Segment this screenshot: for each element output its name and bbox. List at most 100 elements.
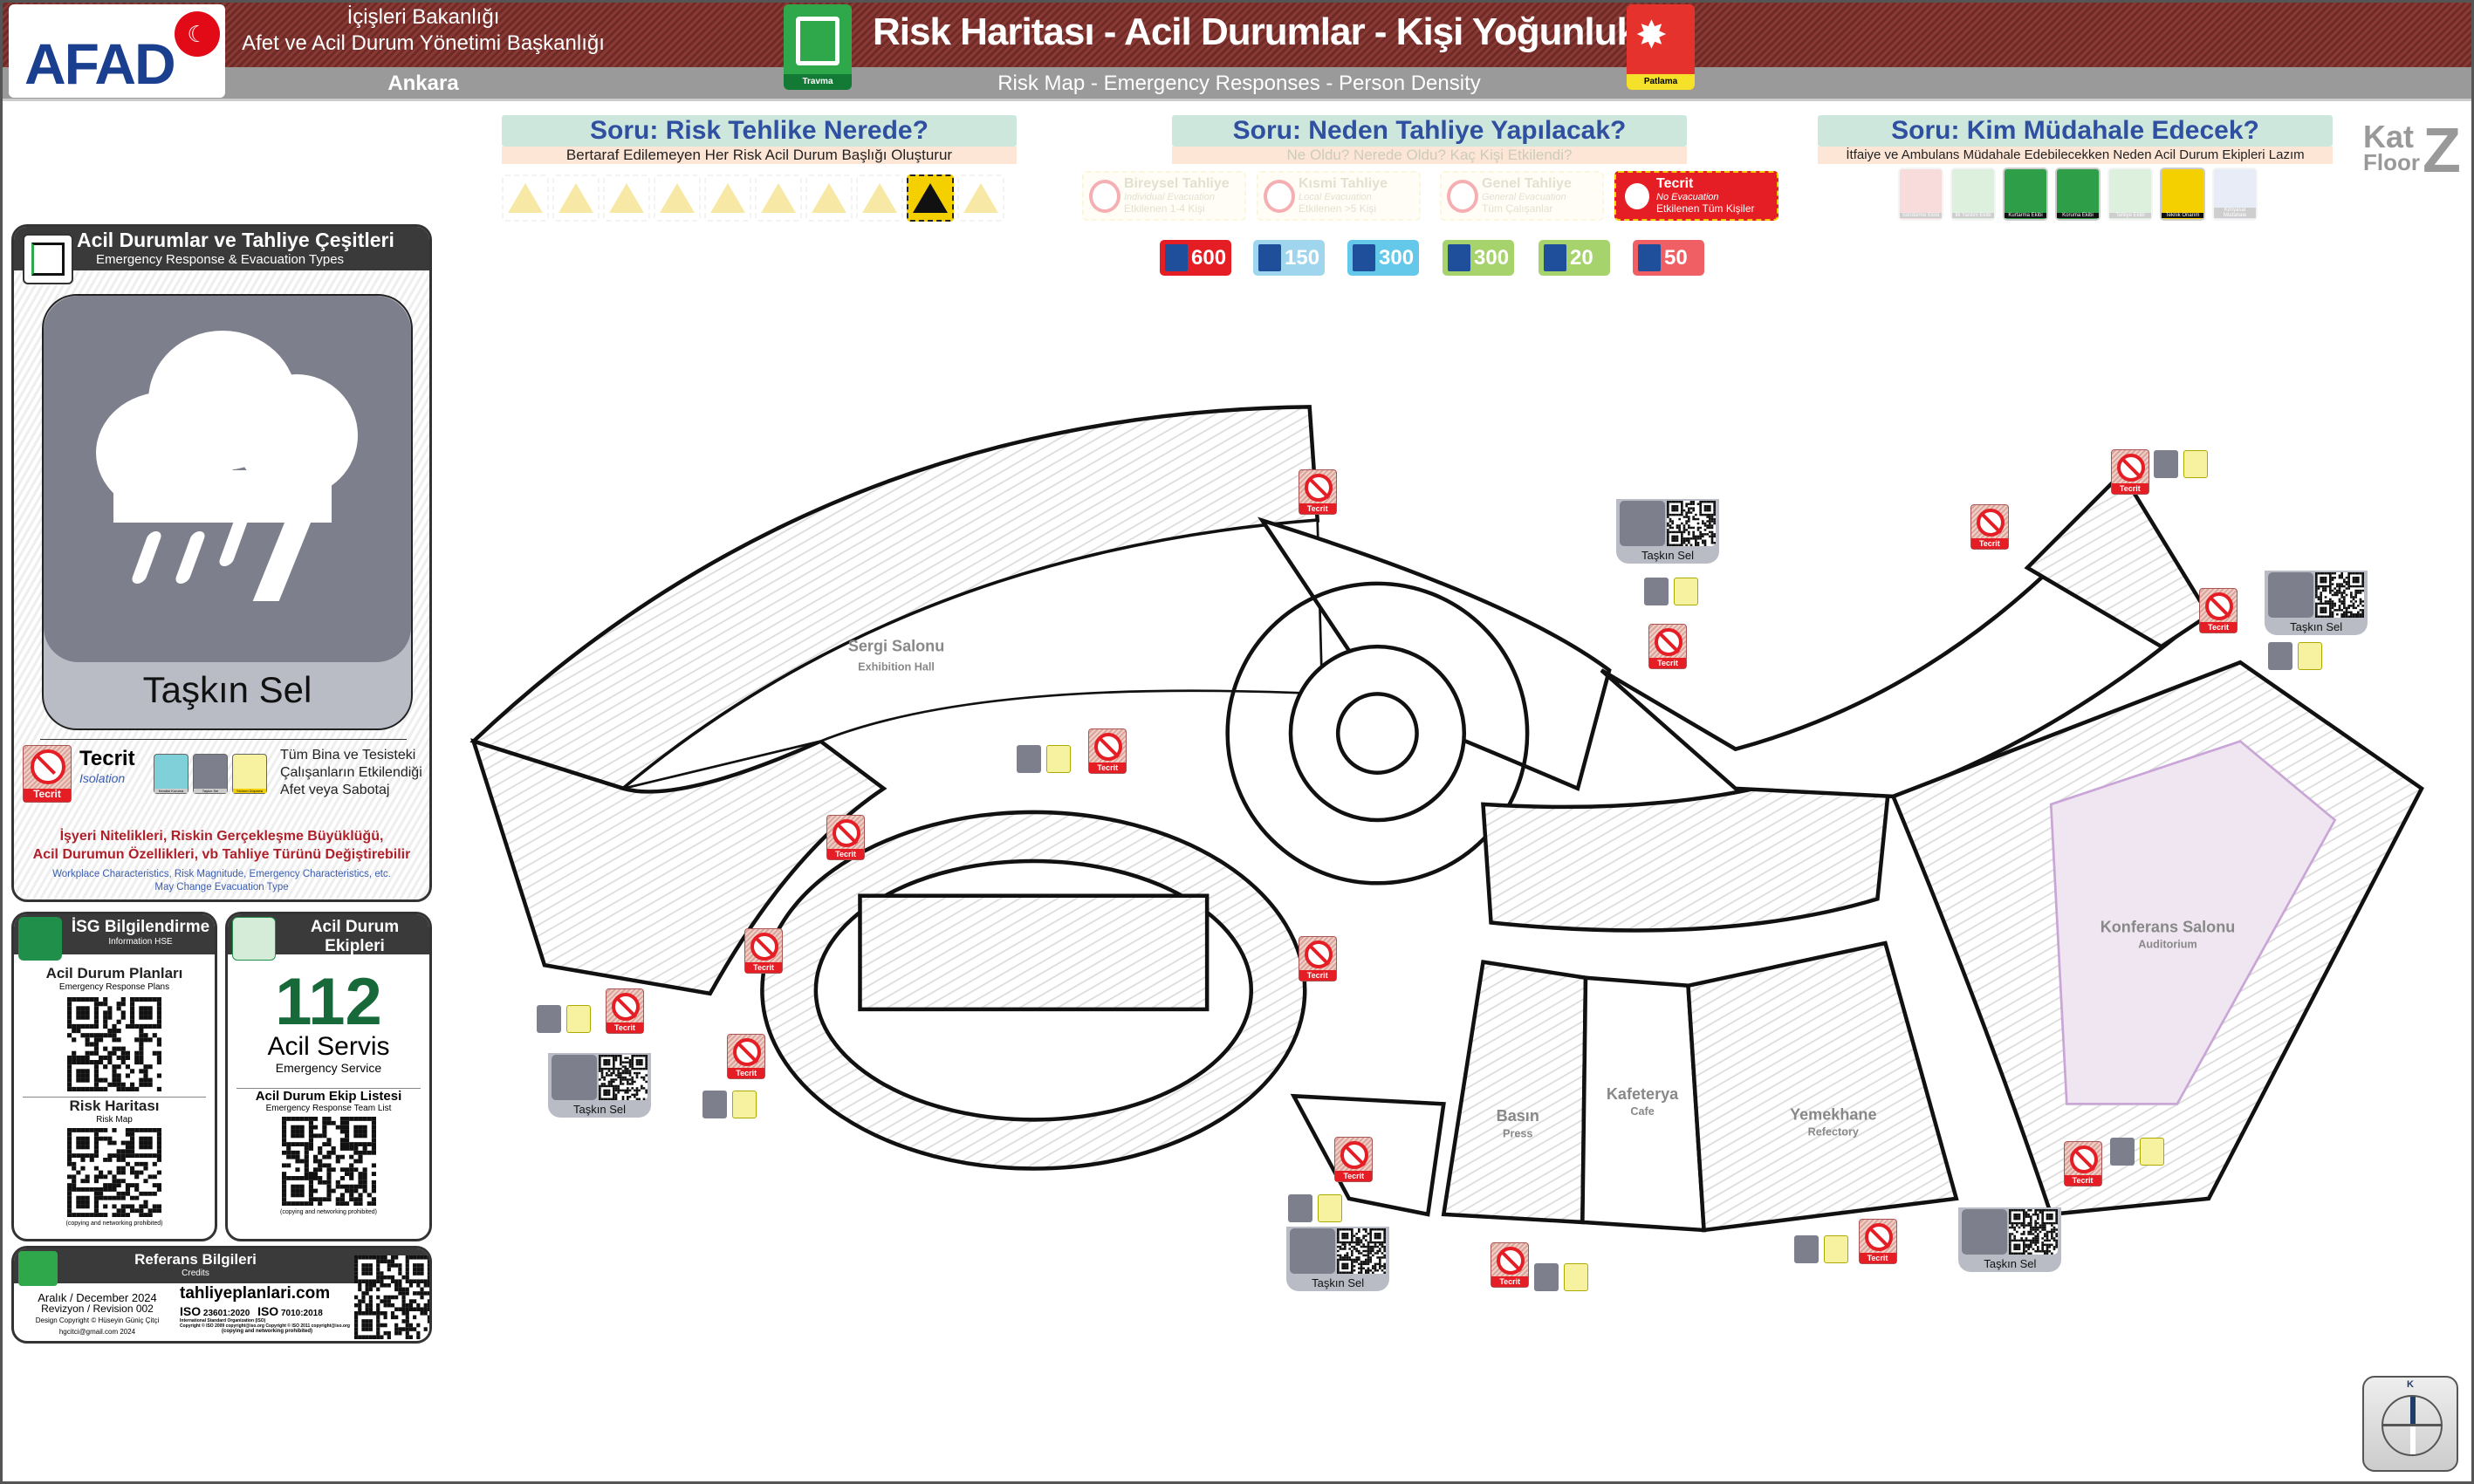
- website-link[interactable]: tahliyeplanlari.com: [180, 1284, 331, 1303]
- copy-note: (copying and networking prohibited): [222, 1329, 312, 1334]
- flood-qr-code[interactable]: [599, 1054, 648, 1100]
- team-icon-4[interactable]: Tahliye Ekibi: [2107, 168, 2153, 221]
- tecrit-marker[interactable]: Tecrit: [1088, 728, 1127, 774]
- tecrit-marker[interactable]: Tecrit: [727, 1034, 766, 1080]
- tecrit-marker[interactable]: Tecrit: [2110, 448, 2149, 495]
- team-icon-1[interactable]: İlk Yardım Ekibi: [1950, 168, 1996, 221]
- tecrit-marker-label: Tecrit: [1491, 1276, 1529, 1288]
- emergency-number[interactable]: 112: [275, 965, 382, 1039]
- lightning-mini-icon[interactable]: [732, 1090, 757, 1118]
- room-name: Yemekhane: [1790, 1105, 1876, 1123]
- lightning-mini-icon[interactable]: [2139, 1137, 2164, 1166]
- flood-qr-code[interactable]: [2009, 1209, 2059, 1255]
- overhead-hazard-icon[interactable]: [805, 174, 853, 222]
- evac-en: Individual Evacuation: [1124, 192, 1215, 202]
- flood-marker[interactable]: Taşkın Sel: [1616, 499, 1720, 564]
- trip-hazard-icon[interactable]: [755, 174, 802, 222]
- team-list-en: Emergency Response Team List: [265, 1104, 392, 1113]
- floorplan-icon: [23, 234, 73, 284]
- tecrit-marker[interactable]: Tecrit: [605, 988, 644, 1034]
- lightning-mini-icon[interactable]: [566, 1004, 592, 1033]
- tecrit-marker[interactable]: Tecrit: [1298, 936, 1337, 982]
- tecrit-marker-label: Tecrit: [606, 1022, 643, 1033]
- tecrit-marker[interactable]: Tecrit: [744, 928, 784, 975]
- electric-hazard-icon[interactable]: [502, 174, 549, 222]
- flood-mini-icon[interactable]: [1287, 1193, 1312, 1222]
- density-badge: 50: [1633, 240, 1704, 276]
- tecrit-marker[interactable]: Tecrit: [2063, 1141, 2102, 1187]
- flood-mini-icon[interactable]: [2154, 449, 2179, 478]
- tecrit-marker[interactable]: Tecrit: [1491, 1242, 1530, 1289]
- lightning-mini-icon[interactable]: [2297, 642, 2322, 671]
- tecrit-marker-label: Tecrit: [827, 849, 865, 860]
- slip-hazard-icon[interactable]: [552, 174, 600, 222]
- exhibition-hall: [622, 519, 1324, 790]
- flood-mini-icon[interactable]: [1794, 1234, 1820, 1263]
- map-qr-code[interactable]: [67, 1128, 161, 1217]
- flood-marker[interactable]: Taşkın Sel: [2265, 570, 2368, 635]
- flood-qr-code[interactable]: [2315, 571, 2365, 618]
- tecrit-marker[interactable]: Tecrit: [2199, 587, 2238, 633]
- team-label: Teknik Onarım: [2162, 213, 2203, 218]
- lightning-mini-icon[interactable]: [1674, 578, 1699, 605]
- tecrit-marker[interactable]: Tecrit: [1648, 624, 1688, 670]
- team-icon-3[interactable]: Koruma Ekibi: [2055, 168, 2101, 221]
- lightning-mini-icon[interactable]: [1045, 744, 1071, 773]
- teams-title: Acil Durum Ekipleri: [310, 918, 400, 955]
- lightning-mini-icon[interactable]: [1563, 1263, 1588, 1292]
- header-subband: [0, 67, 2474, 101]
- team-icon-0[interactable]: Söndürme Ekibi: [1898, 168, 1943, 221]
- qr-pattern: [354, 1255, 429, 1339]
- tecrit-marker-label: Tecrit: [2064, 1175, 2101, 1187]
- credits-qr-code[interactable]: [354, 1255, 429, 1339]
- plans-qr-code[interactable]: [67, 997, 161, 1091]
- team-icon-5[interactable]: Teknik Onarım: [2160, 168, 2205, 221]
- flood-marker[interactable]: Taşkın Sel: [548, 1052, 652, 1118]
- team-list-title: Acil Durum Ekip Listesi: [255, 1089, 402, 1104]
- waste-bin-icon[interactable]: [957, 174, 1004, 222]
- tecrit-marker[interactable]: Tecrit: [1970, 503, 2009, 550]
- biohazard-icon[interactable]: [704, 174, 751, 222]
- tecrit-marker[interactable]: Tecrit: [1334, 1136, 1374, 1182]
- qr-pattern: [1337, 1228, 1387, 1274]
- lightning-mini-icon[interactable]: [1824, 1234, 1849, 1263]
- isg-subtitle: Information HSE: [108, 937, 173, 947]
- tecrit-marker[interactable]: Tecrit: [1298, 469, 1337, 516]
- stairs-hazard-icon[interactable]: [856, 174, 903, 222]
- flood-mini-icon[interactable]: [537, 1004, 562, 1033]
- flood-mini-icon[interactable]: [702, 1090, 728, 1118]
- team-list-qr-code[interactable]: [281, 1117, 376, 1206]
- flood-qr-code[interactable]: [1337, 1228, 1387, 1274]
- no-running-icon: [1621, 180, 1653, 213]
- lightning-mini-icon[interactable]: [1317, 1193, 1342, 1222]
- tecrit-marker[interactable]: Tecrit: [1858, 1218, 1897, 1264]
- fall-hazard-icon[interactable]: [603, 174, 650, 222]
- flood-mini-icon[interactable]: [1644, 578, 1669, 605]
- flood-marker[interactable]: Taşkın Sel: [1958, 1207, 2062, 1273]
- hazard-triangle-icon: [862, 183, 897, 213]
- hazard-triangle-icon: [963, 183, 998, 213]
- flood-mini-icon[interactable]: [1016, 744, 1041, 773]
- mini-hazard-icon: Yıldırım Düşmesi: [232, 754, 267, 794]
- cafe: [1580, 975, 1706, 1233]
- lightning-mini-icon[interactable]: [2183, 449, 2209, 478]
- flood-mini-icon[interactable]: [2109, 1137, 2135, 1166]
- flood-mini-icon[interactable]: [1533, 1263, 1559, 1292]
- flood-icon: [1620, 501, 1666, 547]
- flood-icon: [44, 296, 411, 662]
- q2-subtitle: Ne Oldu? Nerede Oldu? Kaç Kişi Etkilendi…: [1172, 147, 1687, 164]
- team-icon-2[interactable]: Kurtarma Ekibi: [2003, 168, 2048, 221]
- flood-qr-code[interactable]: [1667, 501, 1717, 547]
- q1-title: Soru: Risk Tehlike Nerede?: [502, 115, 1017, 147]
- copy-note: (copying and networking prohibited): [280, 1209, 377, 1215]
- flood-marker[interactable]: Taşkın Sel: [1286, 1226, 1390, 1291]
- wet-floor-icon[interactable]: [654, 174, 701, 222]
- flood-mini-icon[interactable]: [2267, 642, 2292, 671]
- tecrit-marker[interactable]: Tecrit: [826, 815, 866, 861]
- fire-hazard-icon[interactable]: [907, 174, 954, 222]
- team-icon-6[interactable]: Kimyasal Müdahale: [2212, 168, 2258, 221]
